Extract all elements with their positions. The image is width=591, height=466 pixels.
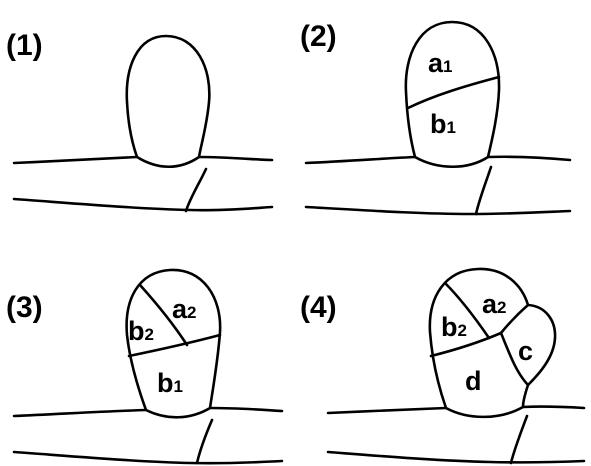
panel-2-cell-b1: b1 <box>430 109 456 139</box>
panel-4-upper-lower-wall <box>429 331 503 358</box>
panel-1-lower-surface-line <box>12 197 274 212</box>
panel-2-division-wall <box>406 75 501 110</box>
panel-1-basal-cell-wall <box>184 167 208 213</box>
panel-3: (3) a2 b2 b1 <box>6 268 284 465</box>
panel-3-cell-b2: b2 <box>128 316 154 346</box>
panel-2-lower-surface-line <box>304 205 572 216</box>
panel-1-upper-surface-line <box>12 155 274 165</box>
panel-3-outgrowth-outline <box>125 268 222 419</box>
panel-1-outgrowth-outline <box>125 34 211 168</box>
panel-4-upper-surface-line <box>326 405 586 415</box>
panel-3-lower-surface-line <box>12 450 284 465</box>
panel-4-outgrowth-outline <box>428 267 557 419</box>
panel-4-d-c-wall <box>499 331 530 387</box>
panel-4-basal-cell-wall <box>509 414 529 465</box>
panel-4-cell-b2: b2 <box>441 312 467 342</box>
panel-4-a2-c-wall <box>499 303 530 335</box>
panel-1-label: (1) <box>6 29 43 62</box>
panel-3-label: (3) <box>6 291 43 324</box>
panel-2-cell-a1: a1 <box>428 48 453 78</box>
panel-4: (4) a2 b2 c d <box>300 267 586 465</box>
panel-3-basal-cell-wall <box>195 418 214 465</box>
panel-4-cell-a2: a2 <box>482 289 507 319</box>
panel-3-cell-b1: b1 <box>157 368 183 398</box>
panel-4-lower-surface-line <box>326 450 586 464</box>
panel-4-label: (4) <box>300 291 337 324</box>
panel-3-cell-a2: a2 <box>172 294 197 324</box>
panel-2: (2) a1 b1 <box>300 20 572 216</box>
panel-3-upper-division-wall <box>138 283 189 347</box>
panel-2-upper-surface-line <box>304 155 572 165</box>
panel-1: (1) <box>6 29 274 213</box>
panel-2-label: (2) <box>300 20 337 53</box>
panel-4-a2-b2-wall <box>443 281 491 340</box>
panel-3-lower-division-wall <box>127 333 222 358</box>
panel-3-upper-surface-line <box>12 406 284 418</box>
panel-2-outgrowth-outline <box>404 20 501 168</box>
panel-4-cell-d: d <box>465 366 482 396</box>
panel-4-cell-c: c <box>518 336 533 366</box>
panel-2-basal-cell-wall <box>474 165 493 216</box>
